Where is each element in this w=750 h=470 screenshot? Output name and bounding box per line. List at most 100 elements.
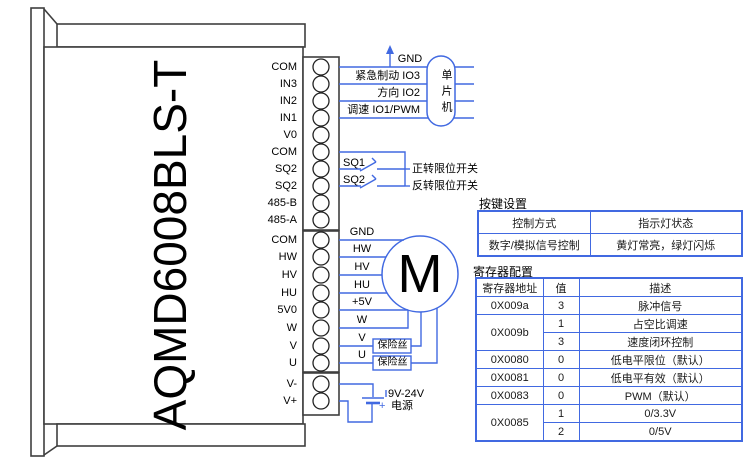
terminal-circle — [312, 75, 330, 93]
table-cell: 黄灯常亮，绿灯闪烁 — [589, 233, 743, 257]
terminal-label: IN2 — [279, 95, 297, 107]
table-row: 0X0080 0 低电平限位（默认） — [475, 350, 743, 369]
terminal-circle — [312, 375, 330, 393]
signal-label-io3: 紧急制动 IO3 — [355, 70, 420, 82]
wire-v-plus — [339, 400, 373, 423]
terminal-circle — [312, 143, 330, 161]
terminal-circle — [312, 92, 330, 110]
wire-com-bracket — [339, 151, 406, 186]
terminal-circle — [312, 211, 330, 229]
terminal-label: COM — [271, 234, 297, 246]
switch-lever-sq1-tip — [371, 157, 377, 163]
reverse-limit-switch-label: 反转限位开关 — [412, 180, 478, 192]
wire-u-b — [411, 308, 438, 364]
wire-label: V — [358, 332, 366, 344]
register-value: 0 — [542, 386, 580, 405]
wire-label: HU — [354, 279, 370, 291]
register-config-title: 寄存器配置 — [473, 265, 534, 279]
terminal-circle — [312, 301, 330, 319]
switch-lever-sq1 — [359, 161, 377, 172]
terminal-label: 5V0 — [277, 304, 297, 316]
device-mount-bar — [30, 7, 45, 457]
terminal-circle — [312, 231, 330, 249]
key-settings-title: 按键设置 — [479, 197, 528, 211]
gnd-label: GND — [397, 53, 423, 65]
device-bevel-top — [43, 8, 58, 25]
terminal-label: V- — [286, 378, 297, 390]
register-desc: 低电平限位（默认） — [578, 350, 743, 369]
terminal-circle — [312, 177, 330, 195]
register-addr: 0X009b — [475, 314, 544, 351]
register-value: 0 — [542, 350, 580, 369]
register-addr: 0X009a — [475, 296, 544, 315]
register-value: 3 — [542, 296, 580, 315]
terminal-circle — [312, 354, 330, 372]
terminal-label: V0 — [283, 129, 297, 141]
fuse-box-u — [372, 355, 412, 371]
device-outline — [30, 7, 340, 457]
wire-label: +5V — [352, 296, 372, 308]
terminal-label: COM — [271, 61, 297, 73]
register-desc: 脉冲信号 — [578, 296, 743, 315]
col-header: 值 — [542, 277, 580, 297]
terminal-label: 485-A — [267, 214, 297, 226]
terminal-label: SQ2 — [274, 180, 297, 192]
switch-lever-sq2-tip — [371, 174, 377, 180]
device-bevel-bottom — [43, 445, 58, 456]
device-lid-bottom — [56, 423, 306, 447]
terminal-label: COM — [271, 146, 297, 158]
wire-v-b — [411, 312, 422, 347]
forward-limit-switch-label: 正转限位开关 — [412, 163, 478, 175]
device-model-text: AQMD6008BLS-T — [144, 60, 196, 431]
terminal-circle — [312, 392, 330, 410]
mcu-shape — [426, 55, 456, 127]
terminal-label: HV — [281, 269, 297, 281]
table-row: 数字/模拟信号控制 黄灯常亮，绿灯闪烁 — [477, 233, 743, 257]
wire-label: W — [356, 314, 368, 326]
terminal-label: W — [286, 322, 297, 334]
fuse-label: 保险丝 — [377, 340, 408, 351]
terminal-label: 485-B — [267, 197, 297, 209]
register-addr: 0X0083 — [475, 386, 544, 405]
signal-label-io2: 方向 IO2 — [377, 87, 420, 99]
register-desc: 速度闭环控制 — [578, 332, 743, 351]
register-desc: 0/5V — [578, 422, 743, 442]
wire-label: U — [358, 349, 366, 361]
signal-label-io1: 调速 IO1/PWM — [347, 104, 420, 116]
register-desc: 占空比调速 — [578, 314, 743, 333]
register-desc: 低电平有效（默认） — [578, 368, 743, 387]
terminal-label: V — [289, 340, 297, 352]
terminal-circles — [312, 58, 330, 410]
motor-symbol: M — [397, 244, 443, 304]
sq2-label: SQ2 — [343, 174, 366, 186]
col-header: 描述 — [578, 277, 743, 297]
register-addr: 0X0081 — [475, 368, 544, 387]
terminal-circle — [312, 160, 330, 178]
table-row: 0X009b 1 占空比调速 — [475, 314, 743, 351]
wire-label: HW — [352, 243, 372, 255]
col-header: 控制方式 — [477, 210, 591, 234]
col-header: 寄存器地址 — [475, 277, 544, 297]
register-desc: PWM（默认） — [578, 386, 743, 405]
terminal-label: IN1 — [279, 112, 297, 124]
wire-v-minus — [339, 383, 374, 397]
switch-lever-sq2 — [359, 178, 377, 189]
wire-label: HV — [354, 261, 370, 273]
terminal-circle — [312, 109, 330, 127]
wire-label: GND — [349, 226, 375, 238]
terminal-label: V+ — [283, 395, 297, 407]
terminal-label: HW — [278, 251, 297, 263]
power-supply-label: 电源 — [391, 400, 413, 412]
register-addr: 0X0080 — [475, 350, 544, 369]
fuse-box-v — [372, 338, 412, 354]
wire-w — [339, 310, 409, 329]
terminal-label: IN3 — [279, 78, 297, 90]
terminal-circle — [312, 194, 330, 212]
col-header: 指示灯状态 — [589, 210, 743, 234]
motor-circle — [381, 235, 459, 313]
table-row: 0X0085 1 0/3.3V — [475, 404, 743, 442]
terminal-circle — [312, 126, 330, 144]
ground-arrow-icon — [386, 45, 394, 54]
